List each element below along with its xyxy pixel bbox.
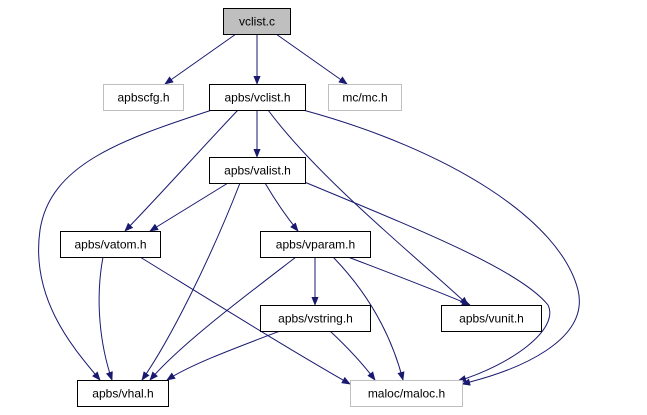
node-label: vclist.c [239, 15, 275, 29]
edge-apbs-vatom-h-to-apbs-vhal-h [98, 256, 113, 381]
edge-apbs-valist-h-to-maloc-maloc-h [301, 180, 551, 383]
node-box [328, 84, 402, 111]
edge-vclist-c-to-apbscfg-h [164, 33, 237, 85]
node-apbscfg-h: apbscfg.h [103, 84, 184, 111]
edge-apbs-vstring-h-to-maloc-maloc-h [329, 330, 376, 381]
edge-apbs-vatom-h-to-maloc-maloc-h [139, 256, 351, 385]
node-apbs-vclist-h[interactable]: apbs/vclist.h [209, 84, 306, 111]
edge-apbs-valist-h-to-apbs-vhal-h [141, 182, 241, 381]
edge-apbs-vclist-h-to-apbs-vatom-h [124, 109, 239, 232]
node-apbs-valist-h[interactable]: apbs/valist.h [209, 157, 306, 184]
edge-apbs-valist-h-to-apbs-vatom-h [149, 182, 229, 232]
node-apbs-vstring-h[interactable]: apbs/vstring.h [260, 305, 371, 332]
node-box [60, 231, 161, 258]
edge-apbs-valist-h-to-apbs-vparam-h [264, 182, 299, 232]
node-maloc-maloc-h: maloc/maloc.h [350, 380, 463, 407]
node-label: apbs/vhal.h [92, 387, 153, 401]
node-vclist-c[interactable]: vclist.c [223, 8, 291, 35]
node-mc-mc-h: mc/mc.h [328, 84, 402, 111]
node-label: mc/mc.h [342, 91, 387, 105]
node-label: apbs/vunit.h [459, 312, 524, 326]
node-box [441, 305, 542, 332]
node-box [77, 380, 169, 407]
node-box [260, 305, 371, 332]
node-box [260, 231, 371, 258]
node-apbs-vatom-h[interactable]: apbs/vatom.h [60, 231, 161, 258]
edge-apbs-vclist-h-to-apbs-vhal-h [38, 109, 213, 381]
node-label: maloc/maloc.h [368, 387, 445, 401]
node-label: apbs/vclist.h [224, 91, 290, 105]
node-apbs-vparam-h[interactable]: apbs/vparam.h [260, 231, 371, 258]
edge-apbs-vparam-h-to-apbs-vunit-h [347, 256, 471, 306]
node-label: apbs/valist.h [224, 164, 291, 178]
edge-apbs-vparam-h-to-maloc-maloc-h [332, 256, 405, 381]
edges-layer [38, 33, 580, 386]
edge-apbs-vclist-h-to-maloc-maloc-h [302, 109, 580, 386]
node-box [209, 84, 306, 111]
edge-vclist-c-to-mc-mc-h [275, 33, 348, 85]
node-box [350, 380, 463, 407]
node-label: apbscfg.h [117, 91, 169, 105]
edge-apbs-vparam-h-to-apbs-vhal-h [149, 256, 297, 381]
node-box [209, 157, 306, 184]
edge-apbs-vclist-h-to-apbs-vunit-h [267, 109, 469, 306]
nodes-layer: vclist.c apbscfg.h apbs/vclist.h mc/mc.h apb… [60, 8, 542, 407]
node-box [103, 84, 184, 111]
node-box [223, 8, 291, 35]
node-label: apbs/vparam.h [276, 238, 355, 252]
edge-apbs-vstring-h-to-apbs-vhal-h [166, 330, 281, 381]
node-apbs-vunit-h[interactable]: apbs/vunit.h [441, 305, 542, 332]
node-label: apbs/vstring.h [278, 312, 353, 326]
node-label: apbs/vatom.h [74, 238, 146, 252]
node-apbs-vhal-h[interactable]: apbs/vhal.h [77, 380, 169, 407]
